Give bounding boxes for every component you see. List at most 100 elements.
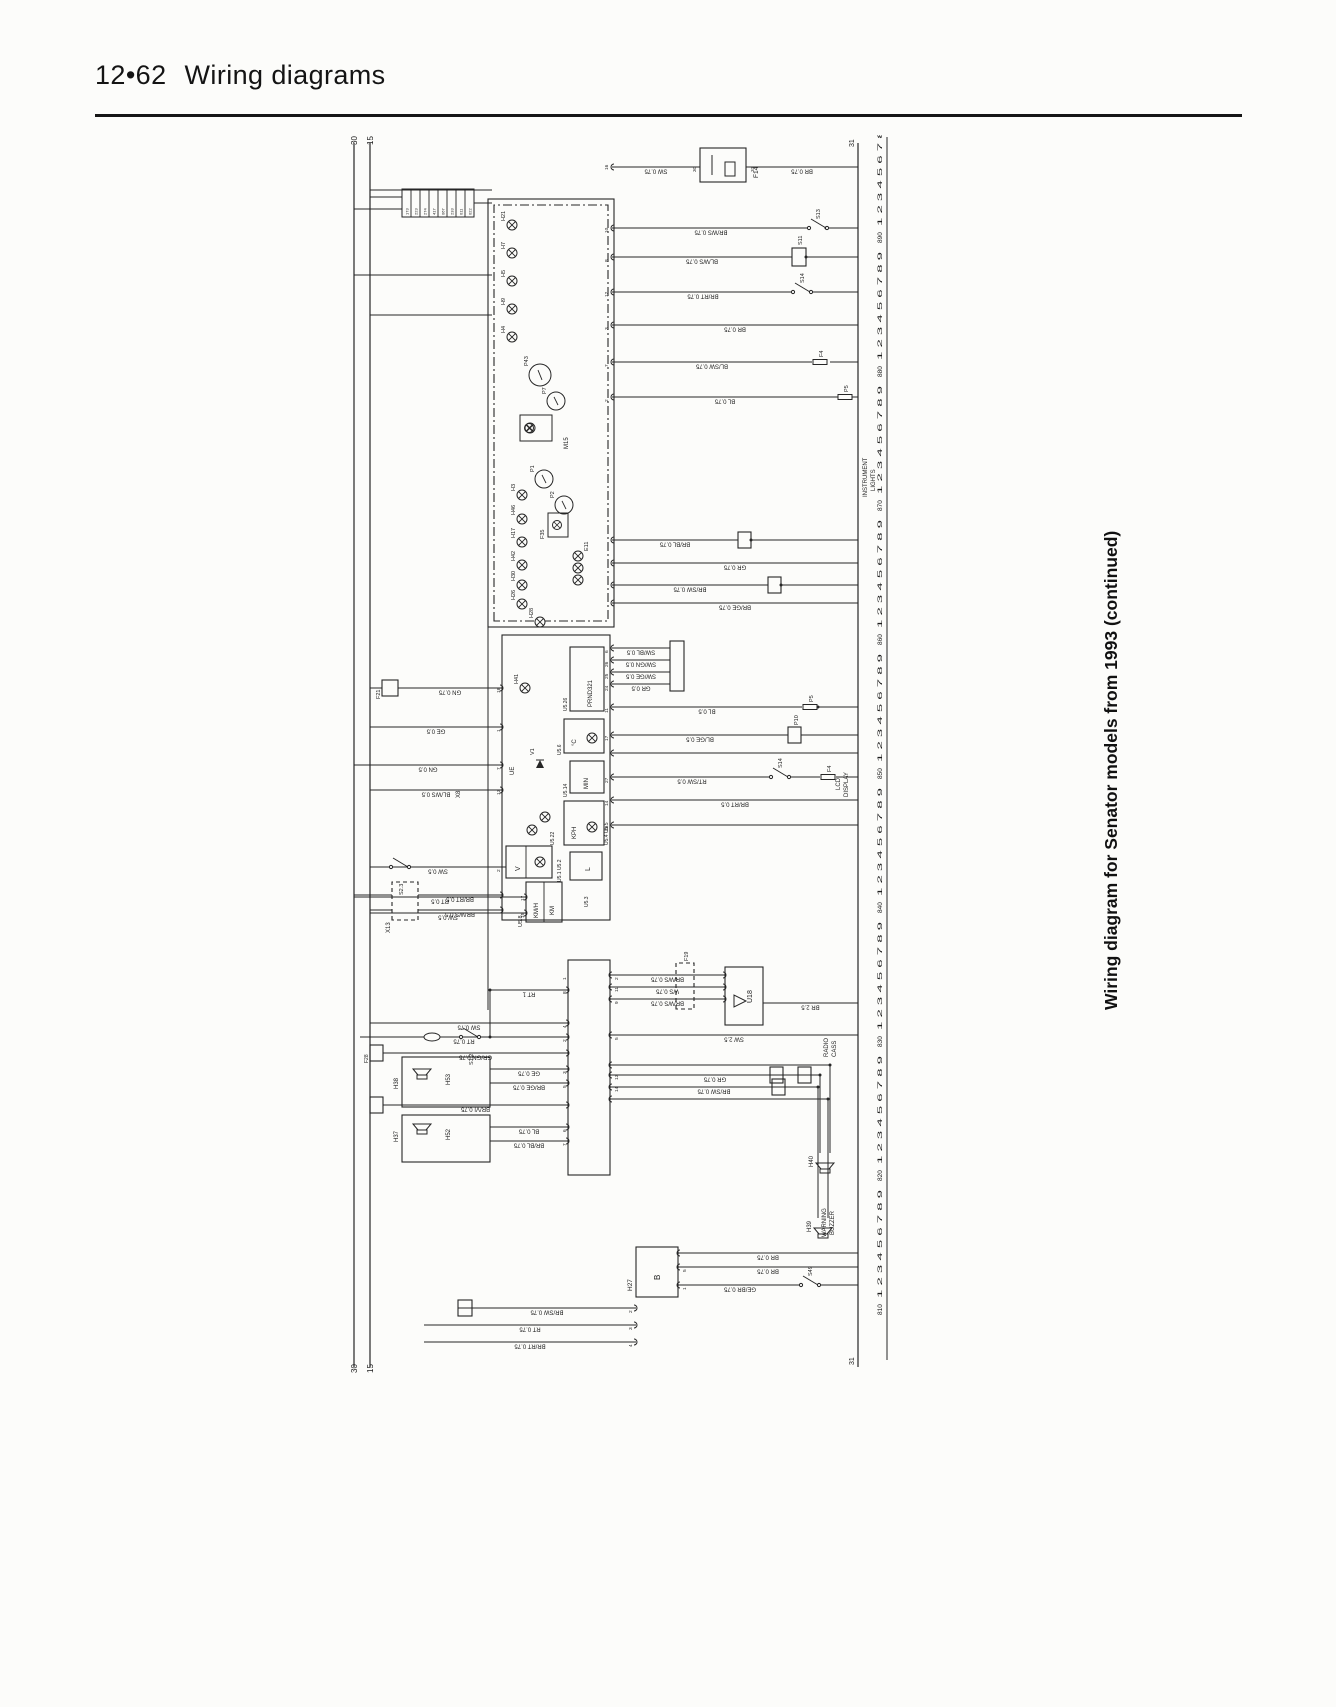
diagram-text: 13 — [496, 789, 502, 795]
diagram-text: X13 — [386, 922, 392, 933]
speaker-cone — [812, 1227, 834, 1235]
component-box — [569, 646, 605, 712]
switch-icon — [772, 767, 789, 778]
wire-label: RT 1 — [522, 991, 535, 997]
component-box — [569, 851, 603, 881]
label: P5 — [809, 695, 815, 702]
label: 223 — [414, 208, 419, 215]
label: F4 — [827, 766, 833, 772]
label: 417 — [432, 208, 437, 215]
pin-icon — [565, 1033, 570, 1041]
diode-icon — [536, 760, 544, 768]
wire-label: BR/GE 0.75 — [718, 604, 751, 610]
pin-icon — [610, 224, 615, 232]
wire-label: BL 0.75 — [518, 1128, 539, 1134]
wire — [508, 249, 516, 257]
pin-icon — [565, 1019, 570, 1027]
diagram-text: 16 — [604, 164, 610, 170]
wire-label: BR/SW 0.75 — [697, 1088, 731, 1094]
wire-label: BR 0.75 — [757, 1268, 779, 1274]
component-box — [501, 634, 611, 921]
pin-icon — [610, 749, 615, 757]
label: P7 — [542, 387, 548, 394]
label: S2.3 — [399, 884, 405, 895]
pin-icon — [608, 1083, 613, 1091]
diagram-text: U5.6 — [557, 744, 563, 755]
label: 067 — [441, 208, 446, 215]
wire — [518, 538, 526, 546]
wire-label: BR 0.75 — [724, 326, 746, 332]
track-number: 820 — [877, 1170, 884, 1181]
wire-label: GE 0.75 — [517, 1070, 540, 1076]
diagram-text: 3 — [604, 327, 610, 330]
label: 233 — [450, 208, 455, 215]
label: H7 — [501, 242, 507, 249]
track-number: 840 — [877, 902, 884, 913]
label: P43 — [524, 356, 530, 366]
diagram-text: 24 — [604, 685, 610, 691]
label: S1.2 — [469, 1054, 475, 1065]
diagram-text: 5 — [562, 1085, 568, 1088]
wire-label: BR/SW 0.75 — [673, 586, 707, 592]
pin-icon — [608, 1071, 613, 1079]
diagram-text: 31 — [849, 139, 856, 147]
diagram-text: X8 — [456, 790, 462, 798]
diagram-text: B — [653, 1275, 662, 1280]
wire — [518, 600, 526, 608]
diagram-text: 31 — [849, 1357, 856, 1365]
diagram-text: MIN — [584, 778, 590, 789]
wire — [574, 552, 582, 560]
label: H28 — [529, 608, 535, 618]
track-digits: 1 2 3 4 5 6 7 8 9 — [878, 384, 884, 494]
wire — [518, 515, 526, 523]
wire-label: GN 0.75 — [438, 689, 461, 695]
track-digits: 1 2 3 4 5 6 7 8 9 — [878, 250, 884, 360]
fuse-icon — [820, 774, 836, 780]
track-number: 880 — [877, 366, 884, 377]
contact — [806, 225, 812, 231]
switch-icon — [810, 218, 827, 229]
pin-icon — [676, 1263, 681, 1271]
wire-label: SW 0.75 — [457, 1024, 481, 1030]
pin-icon — [610, 536, 615, 544]
diagram-text: 5 — [614, 1037, 620, 1040]
diagram-text: LIGHTS — [871, 469, 877, 491]
figure-caption: Wiring diagram for Senator models from 1… — [1101, 531, 1122, 1010]
pin-icon — [610, 703, 615, 711]
component-box — [767, 576, 782, 594]
junction-dot — [779, 583, 783, 587]
diagram-text: 9 — [614, 1001, 620, 1004]
pin-icon — [633, 1321, 638, 1329]
wire-label: SW/BL 0.5 — [626, 649, 655, 655]
wire — [541, 813, 549, 821]
wire-label: GE/BR 0.75 — [723, 1286, 756, 1292]
pin-icon — [610, 773, 615, 781]
pin-icon — [565, 1079, 570, 1087]
pin-icon — [676, 1249, 681, 1257]
amplifier-icon — [733, 994, 748, 1008]
diagram-text: UE — [510, 767, 516, 775]
lamp-icon — [524, 423, 534, 433]
junction-dot — [488, 988, 492, 992]
wire-label: BR/SW 0.75 — [530, 1309, 564, 1315]
label: S14 — [778, 758, 784, 768]
relay-coil — [724, 161, 736, 177]
wire — [536, 858, 544, 866]
switch-icon — [794, 282, 811, 293]
diagram-text: DISPLAY — [844, 772, 850, 797]
pin-icon — [608, 983, 613, 991]
wire-label: GR 0.75 — [703, 1076, 726, 1082]
track-digits: 1 2 3 4 5 6 7 8 9 — [878, 1054, 884, 1164]
diagram-text: F35 — [540, 530, 546, 539]
pin-icon — [565, 1123, 570, 1131]
wire-label: SW 0.5 — [438, 914, 458, 920]
speaker-icon — [416, 1129, 428, 1135]
wire — [518, 581, 526, 589]
wire-label: RT 0.75 — [519, 1326, 541, 1332]
wire-label: RT 0.75 — [453, 1038, 475, 1044]
diagram-text: CASS — [832, 1041, 838, 1057]
diagram-text: E11 — [584, 542, 590, 551]
diagram-text: 15 — [366, 1364, 375, 1373]
contact — [458, 1034, 464, 1040]
